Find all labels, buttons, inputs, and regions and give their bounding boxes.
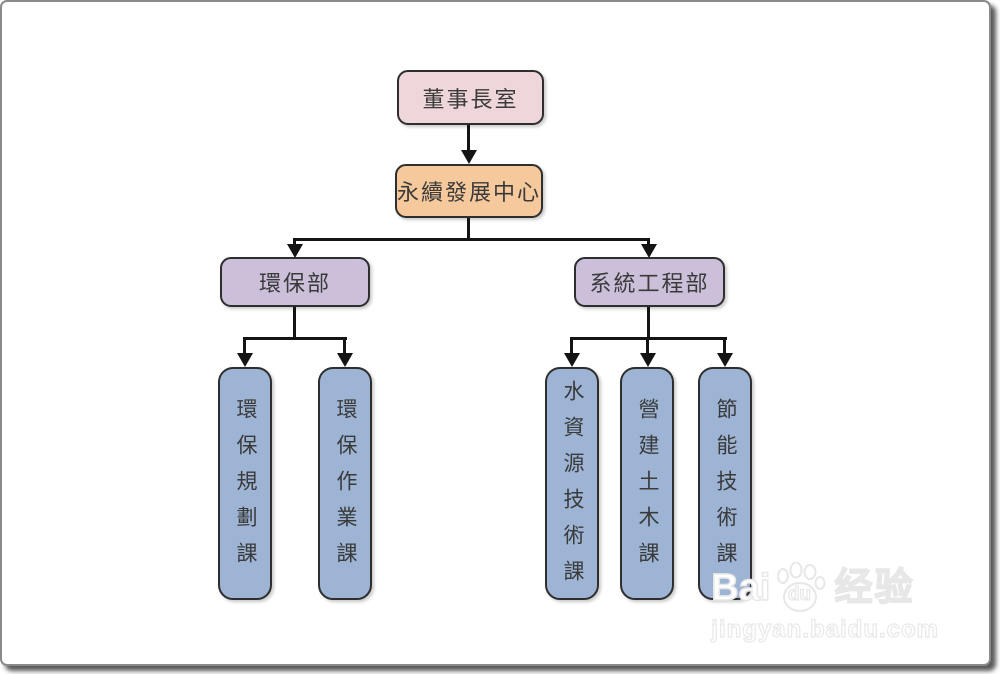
connector-line bbox=[467, 218, 470, 240]
org-node-construction-civil-section: 營建土木課 bbox=[620, 367, 674, 600]
org-node-sustainable-development-center: 永續發展中心 bbox=[395, 164, 543, 218]
watermark-site-url: jingyan.baidu.com bbox=[711, 615, 939, 643]
org-node-water-resources-tech-section: 水資源技術課 bbox=[545, 367, 599, 600]
arrow-down-icon bbox=[287, 244, 303, 258]
arrow-down-icon bbox=[564, 353, 580, 367]
connector-line bbox=[647, 238, 650, 246]
baidu-paw-icon: du bbox=[772, 562, 826, 614]
connector-line bbox=[570, 337, 573, 354]
arrow-down-icon bbox=[640, 353, 656, 367]
connector-line bbox=[293, 238, 296, 246]
watermark-brand: Bai du 经验 bbox=[711, 562, 939, 614]
document-page: 董事長室 永續發展中心 環保部 系統工程部 環保規劃課 環保作業課 水資源技術課… bbox=[0, 0, 991, 666]
arrow-down-icon bbox=[337, 353, 353, 367]
connector-line bbox=[293, 307, 296, 340]
connector-line bbox=[243, 337, 347, 340]
arrow-down-icon bbox=[237, 353, 253, 367]
connector-line bbox=[647, 307, 650, 340]
connector-line bbox=[293, 238, 650, 241]
org-node-chairman-office: 董事長室 bbox=[397, 70, 544, 125]
org-node-energy-saving-tech-section: 節能技術課 bbox=[698, 367, 752, 600]
org-node-env-planning-section: 環保規劃課 bbox=[218, 367, 272, 600]
connector-line bbox=[467, 125, 470, 153]
connector-line bbox=[646, 337, 649, 354]
org-node-env-operations-section: 環保作業課 bbox=[318, 367, 372, 600]
connector-line bbox=[723, 337, 726, 354]
org-node-environmental-protection-dept: 環保部 bbox=[220, 257, 370, 307]
baidu-jingyan-watermark: Bai du 经验 jingyan.baidu.com bbox=[711, 562, 939, 644]
org-node-systems-engineering-dept: 系統工程部 bbox=[574, 257, 725, 307]
watermark-brand-suffix: 经验 bbox=[834, 567, 915, 609]
watermark-paw-text: du bbox=[787, 584, 812, 606]
arrow-down-icon bbox=[641, 244, 657, 258]
arrow-down-icon bbox=[717, 353, 733, 367]
arrow-down-icon bbox=[461, 150, 477, 164]
watermark-brand-prefix: Bai bbox=[711, 567, 772, 609]
connector-line bbox=[243, 337, 246, 354]
connector-line bbox=[343, 337, 346, 354]
